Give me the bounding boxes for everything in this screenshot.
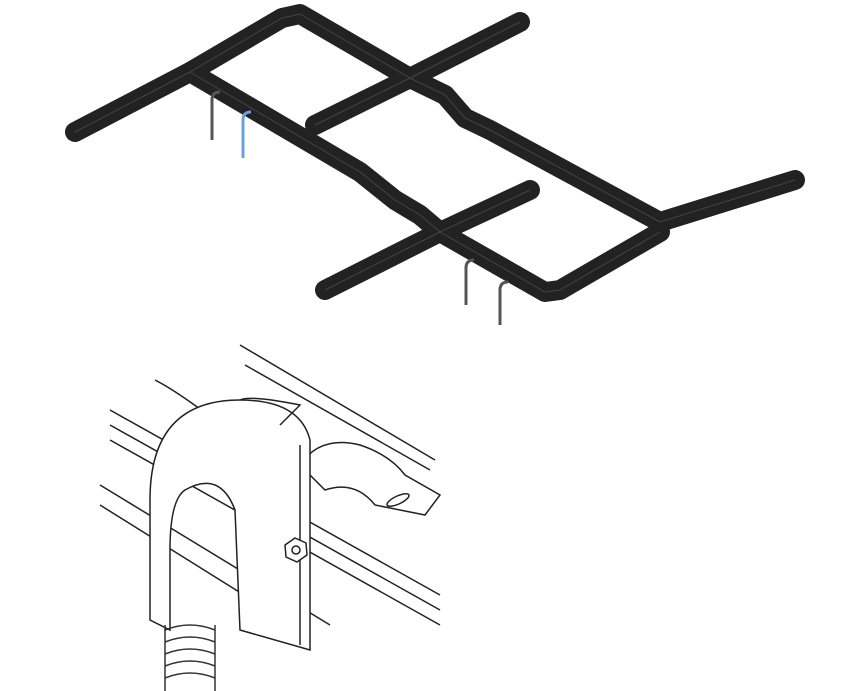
clamp-body [149,399,311,651]
hex-nut [284,537,308,563]
clamp-detail [99,344,442,691]
threaded-rod [164,624,216,691]
hanger-rod [210,90,221,140]
hanger-rods [210,90,509,325]
hanger-rod [498,280,509,325]
tray-network [65,4,805,325]
hanger-rod [464,258,475,305]
hanger-rod-highlighted [241,110,252,158]
clamp-saddle [299,441,442,516]
